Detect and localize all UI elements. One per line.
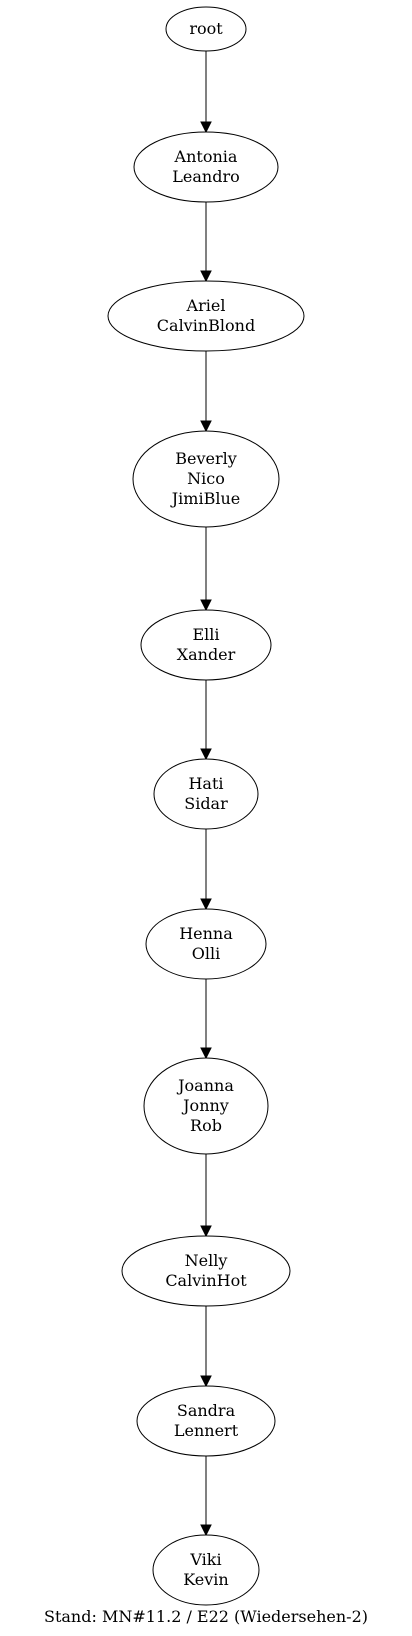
node-label-line: Sidar <box>184 794 228 813</box>
node-label-line: Viki <box>189 1550 221 1569</box>
node-root: root <box>165 6 247 52</box>
nodes-layer: rootAntoniaLeandroArielCalvinBlondBeverl… <box>107 6 305 1606</box>
edge-n2-n3 <box>200 351 212 433</box>
arrowhead-icon <box>200 599 212 612</box>
edge-n7-n8 <box>200 1154 212 1238</box>
node-label-line: Nelly <box>185 1251 228 1270</box>
node-label-line: Sandra <box>177 1401 236 1420</box>
node-ellipse <box>145 908 267 980</box>
node-label-line: CalvinBlond <box>157 316 255 335</box>
node-ellipse <box>121 1235 291 1307</box>
node-label-line: Olli <box>192 944 220 963</box>
node-label-line: Antonia <box>174 147 238 166</box>
arrowhead-icon <box>200 270 212 283</box>
node-label-line: root <box>189 19 223 38</box>
arrowhead-icon <box>200 748 212 761</box>
node-label-line: Henna <box>179 924 233 943</box>
node-label-line: Rob <box>190 1116 222 1135</box>
node-label-line: JimiBlue <box>170 489 240 508</box>
node-label-line: Kevin <box>183 1570 228 1589</box>
node-ellipse <box>165 6 247 52</box>
node-label-line: Nico <box>187 469 225 488</box>
edge-n1-n2 <box>200 202 212 283</box>
node-label-line: CalvinHot <box>165 1271 247 1290</box>
arrowhead-icon <box>200 121 212 134</box>
node-label-line: Joanna <box>176 1076 234 1095</box>
arrowhead-icon <box>200 420 212 433</box>
node-label-line: Jonny <box>181 1096 229 1115</box>
node-ellipse <box>152 1534 260 1606</box>
arrowhead-icon <box>200 1047 212 1060</box>
edge-n3-n4 <box>200 527 212 612</box>
edge-n6-n7 <box>200 979 212 1060</box>
node-ellipse <box>136 1385 276 1457</box>
arrowhead-icon <box>200 898 212 911</box>
node-label-line: Beverly <box>175 449 237 468</box>
node-label-line: Leandro <box>172 167 239 186</box>
arrowhead-icon <box>200 1375 212 1388</box>
node-ellipse <box>107 280 305 352</box>
arrowhead-icon <box>200 1524 212 1537</box>
node-ellipse <box>132 430 280 528</box>
edges-layer <box>200 51 212 1537</box>
node-ellipse <box>133 131 279 203</box>
edge-n8-n9 <box>200 1306 212 1388</box>
edge-n9-n10 <box>200 1456 212 1537</box>
node-ellipse <box>143 1057 269 1155</box>
edge-root-n1 <box>200 51 212 134</box>
node-label-line: Elli <box>192 625 219 644</box>
arrowhead-icon <box>200 1225 212 1238</box>
edge-n4-n5 <box>200 680 212 761</box>
node-ellipse <box>140 609 272 681</box>
node-ellipse <box>153 758 259 830</box>
edge-n5-n6 <box>200 829 212 911</box>
node-label-line: Hati <box>188 774 223 793</box>
node-label-line: Lennert <box>174 1421 239 1440</box>
node-label-line: Ariel <box>186 296 226 315</box>
diagram-caption: Stand: MN#11.2 / E22 (Wiedersehen-2) <box>44 1607 368 1626</box>
node-label-line: Xander <box>177 645 236 664</box>
